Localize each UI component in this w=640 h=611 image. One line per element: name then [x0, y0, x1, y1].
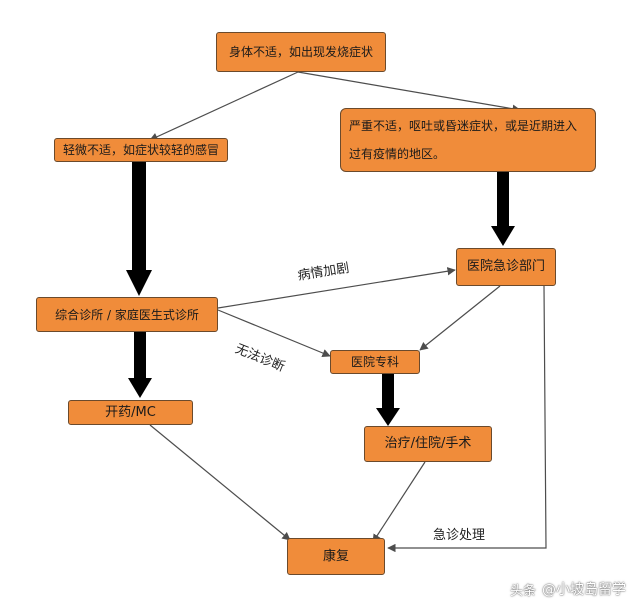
- arrow-fever-to-severe: [297, 71, 521, 113]
- thick-arrow-severe-to-er: [491, 172, 515, 246]
- node-mild-cold: 轻微不适，如症状较轻的感冒: [54, 138, 228, 162]
- thick-arrow-specialist-to-treatment: [376, 374, 400, 426]
- node-recovery: 康复: [287, 538, 385, 575]
- arrow-er-to-recovery: [387, 285, 547, 553]
- arrow-clinic-to-er: [217, 267, 456, 309]
- arrow-clinic-to-specialist: [217, 309, 331, 358]
- node-hospital-specialist: 医院专科: [330, 350, 420, 374]
- node-treatment: 治疗/住院/手术: [364, 426, 492, 462]
- node-clinic-gp: 综合诊所 / 家庭医生式诊所: [36, 297, 218, 332]
- watermark-handle: @小坡岛留学: [542, 582, 626, 598]
- watermark: 头条 @小坡岛留学: [510, 579, 626, 599]
- label-emergency-treatment: 急诊处理: [433, 528, 486, 543]
- arrow-medication-to-recovery: [149, 424, 291, 541]
- thick-arrow-clinic-to-medication: [128, 332, 152, 398]
- node-medication-mc: 开药/MC: [68, 400, 193, 425]
- node-hospital-er: 医院急诊部门: [456, 248, 556, 286]
- watermark-prefix: 头条: [509, 583, 536, 599]
- node-fever-symptoms: 身体不适，如出现发烧症状: [216, 32, 386, 72]
- arrow-treatment-to-recovery: [372, 461, 426, 543]
- thick-arrow-mild-to-clinic: [126, 162, 152, 296]
- arrow-fever-to-mild: [149, 71, 299, 141]
- arrow-er-to-specialist: [419, 285, 501, 351]
- node-severe-symptoms: 严重不适，呕吐或昏迷症状，或是近期进入过有疫情的地区。: [340, 108, 596, 172]
